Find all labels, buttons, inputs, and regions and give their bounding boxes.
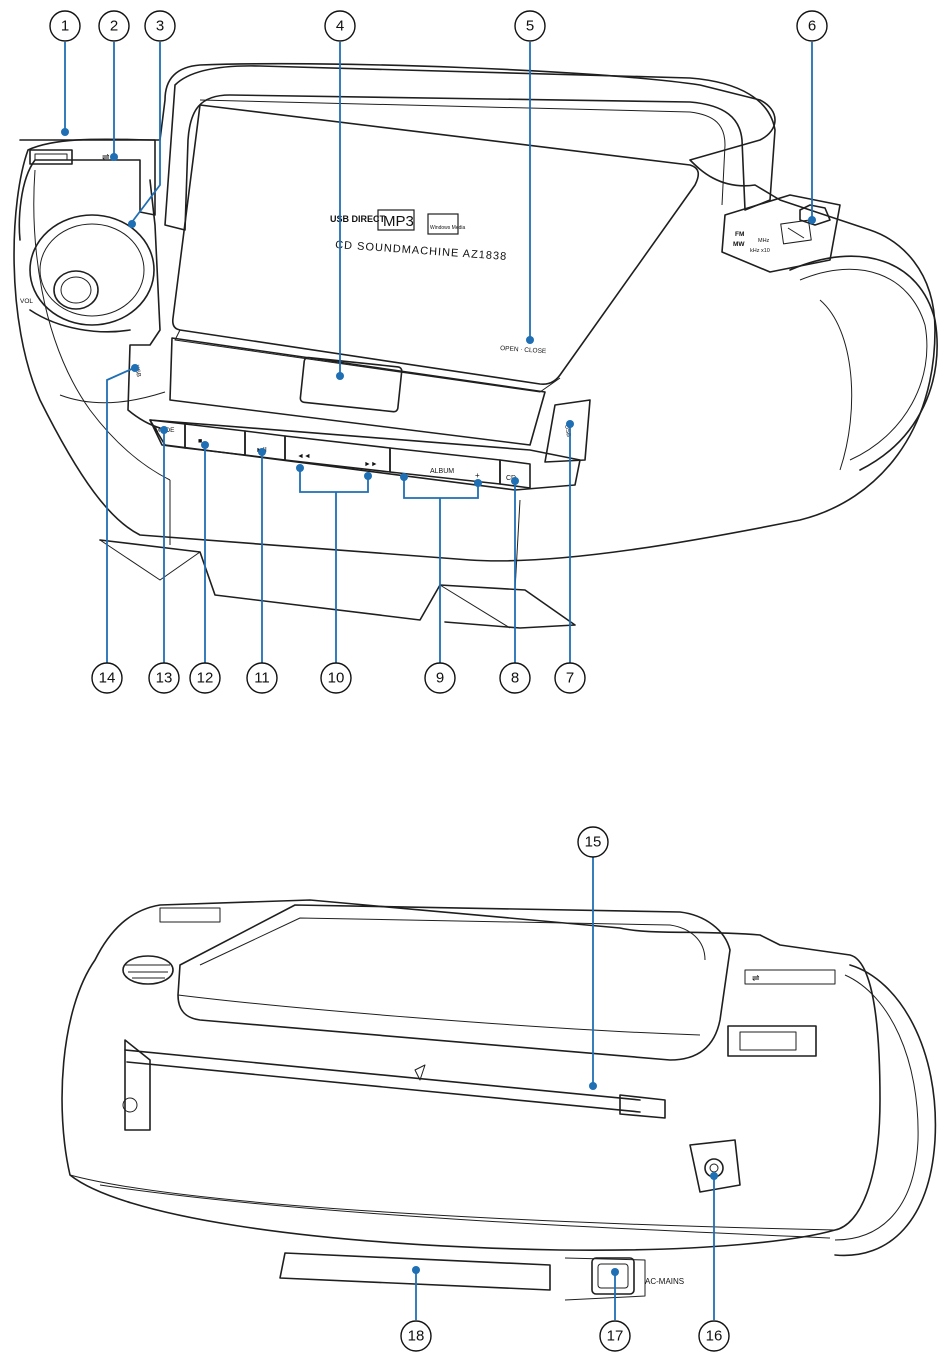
album-label: ALBUM bbox=[430, 468, 454, 475]
left-top-block bbox=[18, 139, 156, 241]
callout-9: 9 bbox=[424, 662, 456, 694]
cd-lid bbox=[171, 104, 700, 385]
fm-label: FM bbox=[735, 231, 744, 238]
left-side-panel bbox=[127, 179, 161, 429]
svg-text:14: 14 bbox=[99, 670, 116, 687]
ac-mains-label: AC-MAINS bbox=[645, 1277, 684, 1286]
back-body-outline bbox=[61, 899, 881, 1252]
svg-text:5: 5 bbox=[526, 18, 534, 35]
svg-text:17: 17 bbox=[607, 1328, 624, 1345]
callout-7: 7 bbox=[554, 662, 586, 694]
stop-button[interactable] bbox=[184, 423, 246, 456]
svg-text:9: 9 bbox=[436, 670, 444, 687]
album-plus-label: + bbox=[475, 471, 480, 480]
svg-text:13: 13 bbox=[156, 670, 173, 687]
callout-3: 3 bbox=[144, 10, 176, 42]
khz-label: kHz x10 bbox=[750, 248, 770, 254]
usb-socket[interactable] bbox=[29, 149, 73, 165]
back-usb-symbol-icon: ⇌ bbox=[752, 973, 760, 983]
svg-text:18: 18 bbox=[408, 1328, 425, 1345]
back-tuning-knob[interactable] bbox=[122, 955, 174, 985]
callout-18: 18 bbox=[400, 1320, 432, 1352]
fm-mw-button-label: USB bbox=[563, 424, 571, 437]
tuner-panel bbox=[721, 194, 841, 273]
callout-14: 14 bbox=[91, 662, 123, 694]
right-speaker-housing bbox=[789, 255, 938, 471]
svg-text:15: 15 bbox=[585, 834, 602, 851]
battery-compartment[interactable] bbox=[279, 1252, 551, 1291]
svg-text:2: 2 bbox=[110, 18, 118, 35]
next-icon: ►► bbox=[364, 461, 378, 468]
callout-8: 8 bbox=[499, 662, 531, 694]
svg-text:16: 16 bbox=[706, 1328, 723, 1345]
usb-symbol-icon: ⇌ bbox=[102, 152, 110, 162]
usb-direct-logo: USB DIRECT bbox=[330, 214, 386, 224]
callout-12: 12 bbox=[189, 662, 221, 694]
svg-text:10: 10 bbox=[328, 670, 345, 687]
callout-lines bbox=[61, 42, 816, 1320]
volume-knob[interactable] bbox=[53, 270, 99, 310]
mhz-label: MHz bbox=[758, 238, 770, 244]
telescopic-antenna bbox=[124, 1049, 641, 1113]
volume-knob-outer[interactable] bbox=[29, 214, 155, 326]
callout-13: 13 bbox=[148, 662, 180, 694]
model-name: CD SOUNDMACHINE AZ1838 bbox=[335, 239, 508, 263]
callout-16: 16 bbox=[698, 1320, 730, 1352]
antenna-hinge bbox=[124, 1039, 151, 1131]
callout-10: 10 bbox=[320, 662, 352, 694]
svg-text:6: 6 bbox=[808, 18, 816, 35]
stop-icon: ■ bbox=[198, 438, 202, 445]
antenna-pivot bbox=[799, 204, 831, 226]
svg-text:7: 7 bbox=[566, 670, 574, 687]
front-view: USB DIRECT MP3 Windows Media CD SOUNDMAC… bbox=[13, 62, 938, 629]
svg-text:11: 11 bbox=[254, 670, 270, 687]
callout-5: 5 bbox=[514, 10, 546, 42]
ac-mains-socket[interactable] bbox=[591, 1257, 635, 1295]
open-close-label: OPEN · CLOSE bbox=[500, 345, 547, 355]
fm-mw-button[interactable] bbox=[544, 399, 591, 463]
back-right-speaker bbox=[834, 964, 937, 1257]
cd-label: CD bbox=[506, 475, 516, 482]
callout-1: 1 bbox=[49, 10, 81, 42]
front-base bbox=[99, 539, 576, 629]
callout-markers: 1 2 3 4 5 6 7 8 9 10 11 12 13 14 15 16 1… bbox=[49, 10, 828, 1352]
svg-text:3: 3 bbox=[156, 18, 164, 35]
callout-17: 17 bbox=[599, 1320, 631, 1352]
lid-logos: USB DIRECT MP3 Windows Media CD SOUNDMAC… bbox=[330, 209, 547, 355]
carry-handle bbox=[164, 65, 776, 231]
mw-label: MW bbox=[733, 241, 745, 248]
tuning-window bbox=[780, 219, 812, 245]
open-close-button[interactable] bbox=[299, 356, 403, 413]
back-usb-area bbox=[744, 969, 836, 985]
callout-6: 6 bbox=[796, 10, 828, 42]
svg-text:4: 4 bbox=[336, 18, 344, 35]
vol-label: VOL bbox=[20, 298, 33, 305]
callout-4: 4 bbox=[324, 10, 356, 42]
back-left-top-slot bbox=[159, 907, 221, 923]
callout-11: 11 bbox=[246, 662, 278, 694]
previous-icon: ◄◄ bbox=[297, 453, 311, 460]
back-cd-lid bbox=[177, 904, 731, 1061]
front-body-outline bbox=[13, 62, 936, 562]
svg-text:1: 1 bbox=[61, 18, 69, 35]
callout-15: 15 bbox=[577, 826, 609, 858]
wma-logo: Windows Media bbox=[430, 225, 466, 231]
play-pause-button[interactable] bbox=[244, 430, 286, 461]
back-view: ⇌ AC-MAINS bbox=[61, 899, 937, 1301]
svg-text:12: 12 bbox=[197, 670, 214, 687]
mp3-logo: MP3 bbox=[383, 213, 414, 230]
svg-text:8: 8 bbox=[511, 670, 519, 687]
lid-front-panel bbox=[169, 337, 546, 446]
mode-button[interactable] bbox=[149, 419, 186, 449]
callout-2: 2 bbox=[98, 10, 130, 42]
back-slide-switch[interactable] bbox=[727, 1025, 817, 1057]
cd-button[interactable] bbox=[499, 459, 531, 489]
back-jack-housing bbox=[689, 1139, 741, 1193]
